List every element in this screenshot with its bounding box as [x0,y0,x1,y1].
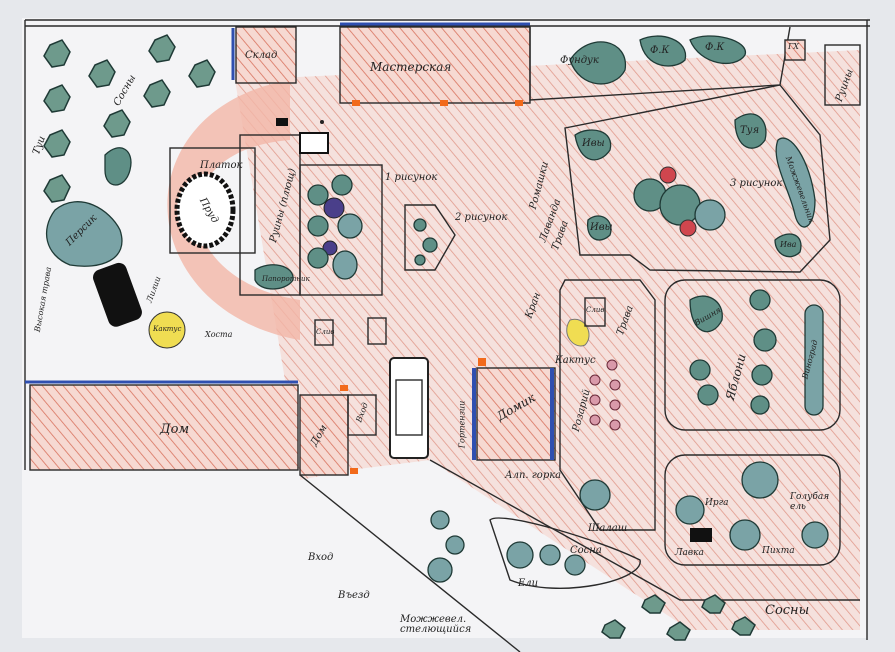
label-gh: ГХ [788,42,799,51]
label-trava2: Трава [614,304,636,337]
label-kaktus: Кактус [555,355,596,366]
label-yabloni: Яблони [722,352,749,402]
label-tui: Туи [31,134,48,157]
label-kran: Кран [523,291,544,320]
dom-small [299,394,349,476]
pattern-1-bed [307,174,363,280]
tuya-trees [43,34,216,203]
label-prud: Пруд [197,195,221,226]
label-fk1: Ф.К [650,45,670,56]
label-platok: Платок [200,160,243,171]
label-ivy3: Ива [780,240,797,249]
label-vezd: Въезд [338,590,370,601]
label-ivy1: Ивы [582,138,605,149]
label-ivy2: Ивы [590,222,613,233]
apple-orchard [664,279,841,431]
label-vishnya: Вишня [692,305,723,328]
label-ruiny: Руины [833,67,856,104]
label-sosna: Сосна [570,545,602,556]
label-paporotnik: Папоротник [262,275,310,283]
label-romashki: Ромашки [527,160,552,211]
sklad-building [235,26,297,84]
kaktus-circle [148,311,186,349]
label-vysokaya-trava: Высокая трава [32,266,54,333]
label-masterskaya: Мастерская [370,60,452,74]
label-golubaya-el: Голубая ель [790,492,830,512]
label-vhod: Вход [308,552,334,563]
label-kaktus2: Кактус [153,325,182,333]
label-dom-big: Дом [160,422,190,437]
car-icon [389,357,429,459]
label-risunok1: 1 рисунок [385,172,438,183]
label-mozh: Можжевельник [783,155,817,224]
label-sklad: Склад [245,50,278,61]
flower-bed-3 [564,84,831,273]
label-persik: Персик [63,212,100,249]
label-sliv2: Слив [316,328,335,336]
label-dom-small: Дом [308,423,330,448]
label-fk2: Ф.К [705,42,725,53]
label-ruiny-plyushch: Руины (плющ) [267,167,299,244]
label-lilii: Лилии [144,275,163,304]
label-shalash: Шалаш [588,523,628,534]
label-gortenzii: Гортензии [457,400,467,449]
label-lavka: Лавка [675,548,704,558]
label-risunok2: 2 рисунок [455,212,508,223]
label-vhod-box: Вход [354,401,370,424]
label-eli: Ели [518,578,539,589]
label-alp-gorka: Алп. горка [505,470,562,481]
label-tuya: Туя [740,125,760,136]
arc-path [167,80,300,340]
label-risunok3: 3 рисунок [730,178,783,189]
label-hosta: Хоста [205,330,233,339]
label-sliv1: Слив [586,306,605,314]
domik-building [476,367,556,461]
label-funduk: Фундук [560,55,599,66]
label-vinograd: Виноград [800,338,820,381]
persik-tree [46,201,123,267]
lower-bed [664,454,841,566]
label-sosny-top: Сосны [111,73,139,108]
pergola [93,262,142,327]
label-mozh-stel: Можжевел. стелющийся [400,614,472,635]
bench [690,528,712,542]
pond [174,171,236,249]
label-irga: Ирга [705,498,729,508]
label-pihta: Пихта [762,546,795,556]
label-domik: Домик [494,390,538,424]
dom-building [29,384,299,471]
label-sosny-bottom: Сосны [765,603,810,618]
label-rozariy: Розарий [570,388,593,433]
